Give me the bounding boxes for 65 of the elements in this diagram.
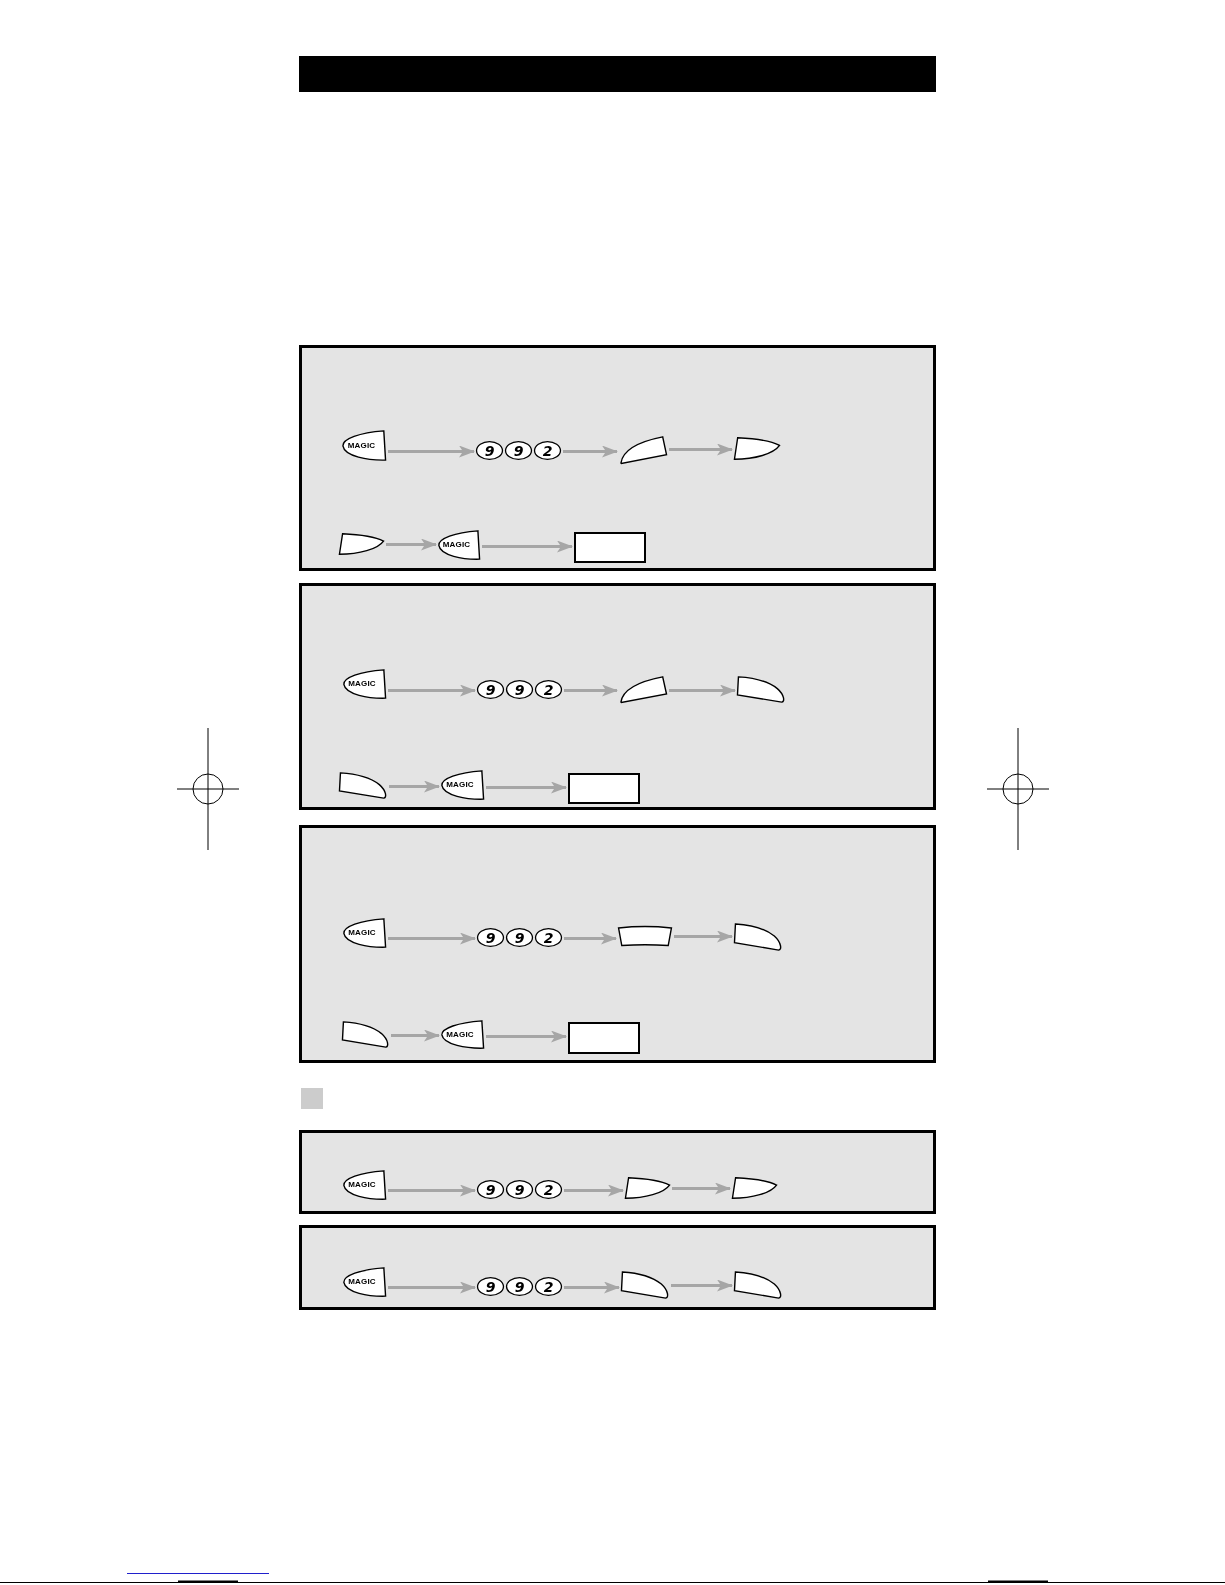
digit-key: 9: [506, 1277, 533, 1296]
digit-key: 9: [477, 680, 504, 699]
arrow: [674, 930, 733, 943]
blank-key: [734, 1271, 782, 1299]
blank-key: [737, 676, 785, 703]
digit-key: 9: [477, 1277, 504, 1296]
arrow: [388, 445, 475, 458]
arrow: [388, 1281, 476, 1294]
digit-key: 9: [506, 680, 533, 699]
instruction-panel: [299, 583, 936, 810]
digit-key: 9: [506, 1180, 533, 1199]
blank-key: [618, 925, 672, 947]
blank-display: [568, 773, 640, 804]
digit-key: 2: [535, 928, 562, 947]
arrow: [564, 1281, 620, 1294]
digit-key: 2: [535, 680, 562, 699]
arrow: [672, 1182, 731, 1195]
digit-key: 2: [534, 441, 561, 460]
digit-key: 9: [505, 441, 532, 460]
arrow: [386, 538, 437, 551]
remote-key: MAGIC: [343, 669, 386, 699]
remote-key: MAGIC: [343, 1267, 386, 1297]
digit-key: 2: [535, 1277, 562, 1296]
blank-key: [734, 923, 782, 951]
arrow: [486, 1030, 567, 1043]
blank-key: [619, 676, 667, 703]
arrow: [564, 684, 618, 697]
remote-key: MAGIC: [343, 918, 386, 948]
arrow: [486, 781, 567, 794]
remote-key: MAGIC: [441, 1020, 484, 1049]
blank-key: [621, 1271, 669, 1299]
blank-key: [734, 437, 780, 460]
arrow: [388, 1184, 476, 1197]
instruction-panel: [299, 1130, 936, 1214]
remote-key: MAGIC: [342, 430, 386, 461]
arrow: [563, 445, 618, 458]
arrow: [669, 684, 736, 697]
arrow: [388, 932, 476, 945]
digit-key: 2: [535, 1180, 562, 1199]
blank-key: [732, 1177, 777, 1199]
arrow: [564, 1184, 624, 1197]
blank-display: [568, 1022, 640, 1054]
blank-display: [574, 532, 646, 563]
blank-key: [342, 1021, 389, 1048]
arrow: [671, 1279, 733, 1292]
remote-key: MAGIC: [438, 530, 480, 560]
digit-key: 9: [477, 928, 504, 947]
instruction-panel: [299, 825, 936, 1063]
blank-key: [619, 436, 667, 464]
arrow: [391, 1029, 440, 1042]
digit-key: 9: [477, 1180, 504, 1199]
arrow: [482, 540, 573, 553]
arrow: [388, 684, 476, 697]
instruction-panel: [299, 345, 936, 571]
blank-key: [339, 772, 387, 799]
remote-key: MAGIC: [343, 1170, 386, 1200]
arrow: [564, 932, 617, 945]
arrow: [669, 443, 733, 456]
blank-key: [625, 1177, 670, 1199]
digit-key: 9: [506, 928, 533, 947]
blank-key: [339, 533, 384, 555]
digit-key: 9: [476, 441, 503, 460]
arrow: [389, 780, 440, 793]
instruction-panel: [299, 1225, 936, 1310]
remote-key: MAGIC: [441, 770, 484, 800]
